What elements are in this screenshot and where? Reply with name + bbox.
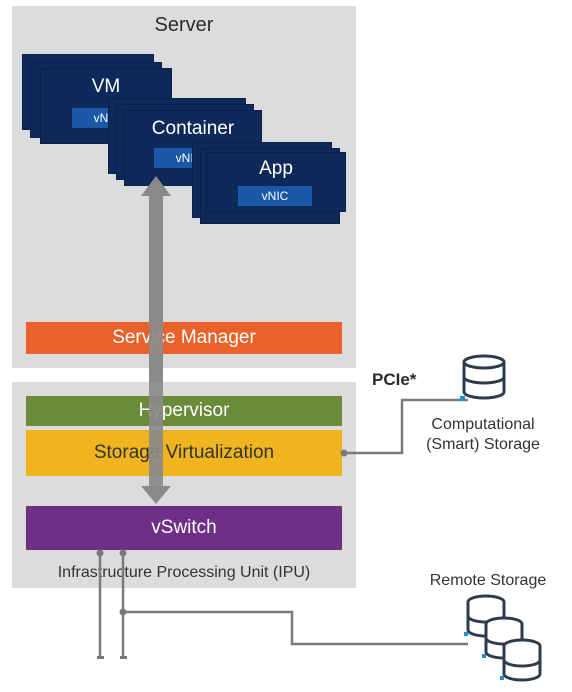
remote-storage-label: Remote Storage xyxy=(429,572,547,589)
app-title: App xyxy=(259,158,293,179)
computational-storage-line1: Computational xyxy=(431,416,535,433)
vswitch-bar: vSwitch xyxy=(26,506,342,550)
pcie-label: PCIe* xyxy=(372,370,417,389)
service-manager-bar: Service Manager xyxy=(26,322,342,354)
arrow-up-head xyxy=(141,176,171,196)
remote-storage-line xyxy=(123,610,468,646)
port-2-cap xyxy=(120,656,127,659)
container-title: Container xyxy=(151,118,235,139)
vertical-arrow-overlay xyxy=(149,322,163,486)
service-manager-label: Service Manager xyxy=(112,327,256,348)
arrow-down-head-overlay xyxy=(141,486,171,504)
ipu-label: Infrastructure Processing Unit (IPU) xyxy=(57,564,311,581)
computational-storage-icon xyxy=(460,354,506,401)
storage-virtualization-bar: Storage Virtualization xyxy=(26,430,342,476)
remote-storage-icon-3 xyxy=(500,638,542,682)
computational-storage-label: Computational (Smart) Storage xyxy=(398,416,568,454)
hypervisor-bar: Hypervisor xyxy=(26,396,342,426)
vm-title: VM xyxy=(91,76,121,97)
storage-virtualization-label: Storage Virtualization xyxy=(93,442,275,463)
computational-storage-line2: (Smart) Storage xyxy=(426,436,540,453)
port-1-cap xyxy=(97,656,104,659)
vswitch-label: vSwitch xyxy=(151,517,217,538)
app-vnic: vNIC xyxy=(238,186,312,206)
pcie-connector-line xyxy=(344,398,468,455)
server-title: Server xyxy=(154,14,214,36)
app-card: App vNIC xyxy=(206,152,346,212)
